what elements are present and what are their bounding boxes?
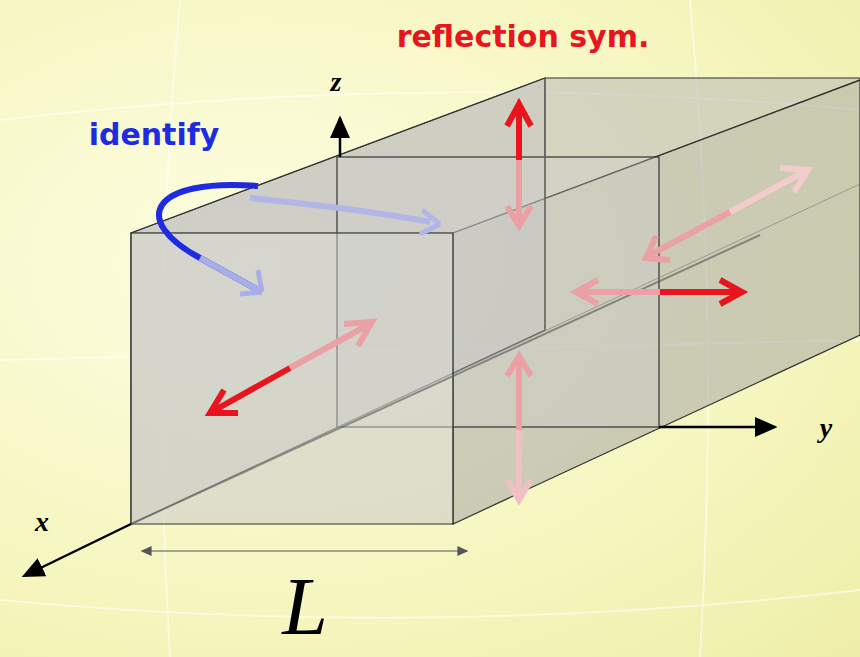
dimension-label: L <box>282 560 328 654</box>
prism <box>131 78 860 524</box>
identify-arrow <box>159 185 440 294</box>
axis-label: z <box>331 66 342 98</box>
axis-label: x <box>35 506 49 538</box>
heading-label: reflection sym. <box>397 19 650 54</box>
annotation-label: identify <box>89 117 220 152</box>
axes <box>24 118 775 576</box>
axis-label: y <box>820 412 832 444</box>
reflection-arrows <box>210 104 808 500</box>
dimension-line <box>142 547 467 555</box>
